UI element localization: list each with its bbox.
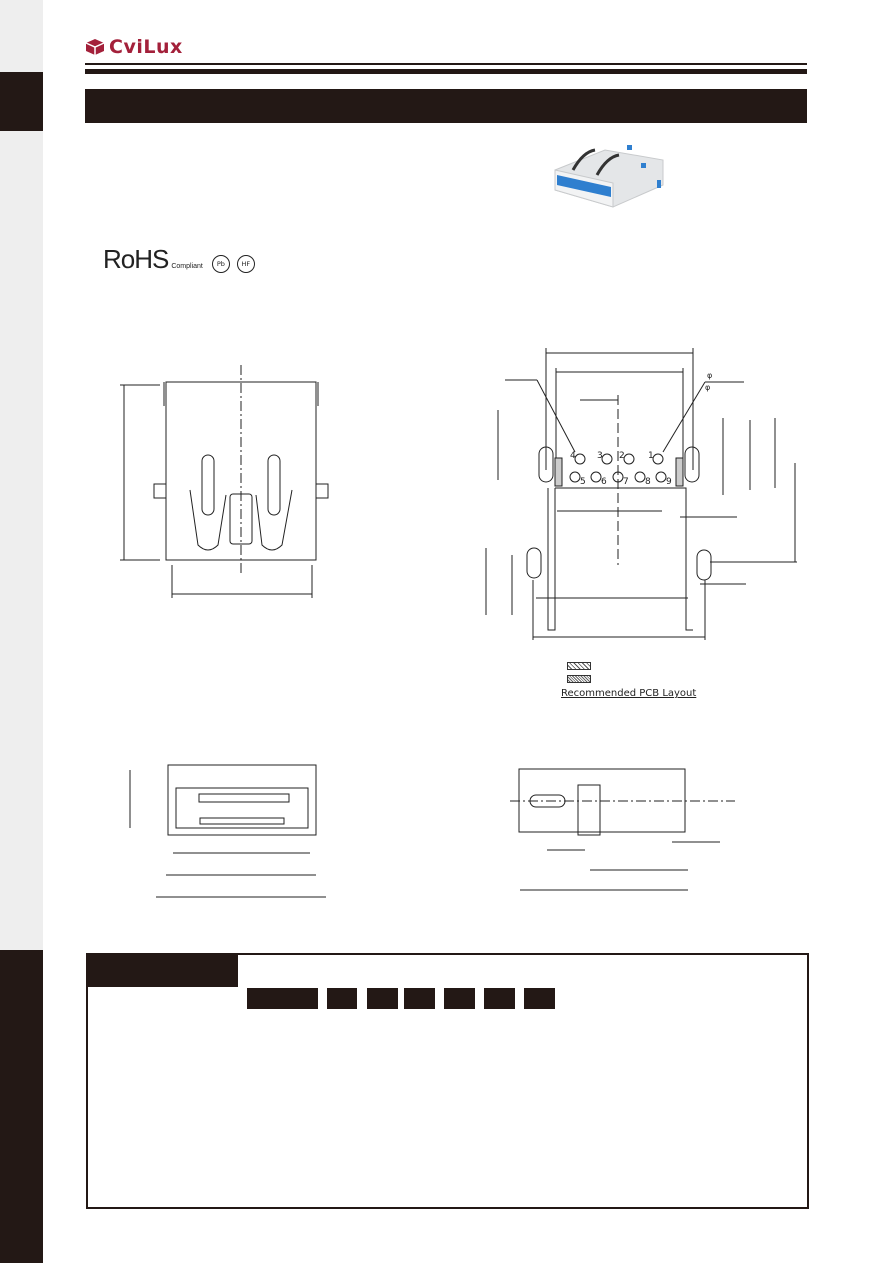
rohs-compliant-label: Compliant bbox=[171, 263, 203, 270]
side-tab-bottom bbox=[0, 950, 43, 1263]
pin-label: 1 bbox=[648, 451, 654, 461]
pin-label: 6 bbox=[601, 477, 607, 487]
header-rule-thick bbox=[85, 69, 807, 74]
legend-hatch-swatch bbox=[567, 662, 591, 670]
title-bar bbox=[85, 89, 807, 123]
phi-symbol: φ bbox=[705, 383, 710, 392]
ordering-info-box bbox=[86, 953, 809, 1209]
header-rule-thin bbox=[85, 63, 807, 65]
cube-logo-icon bbox=[85, 39, 105, 55]
rohs-label: RoHS bbox=[103, 244, 169, 274]
pb-free-icon: Pb bbox=[211, 255, 230, 273]
part-code-box bbox=[327, 988, 357, 1009]
pin-label: 7 bbox=[623, 477, 629, 487]
pin-label: 2 bbox=[619, 451, 625, 461]
part-code-box bbox=[404, 988, 435, 1009]
pcb-layout-caption: Recommended PCB Layout bbox=[561, 688, 697, 699]
face-view-drawing bbox=[129, 764, 326, 898]
pin-label: 5 bbox=[580, 477, 586, 487]
front-view-drawing bbox=[120, 365, 329, 598]
part-code-box bbox=[484, 988, 515, 1009]
halogen-free-icon: HF bbox=[236, 255, 255, 273]
legend-crosshatch-swatch bbox=[567, 675, 591, 683]
part-code-box bbox=[367, 988, 398, 1009]
pin-label: 3 bbox=[597, 451, 603, 461]
product-photo bbox=[554, 145, 664, 208]
part-code-box bbox=[444, 988, 475, 1009]
part-code-box bbox=[524, 988, 555, 1009]
rohs-mark: RoHS Compliant Pb HF bbox=[103, 244, 255, 275]
pin-label: 9 bbox=[666, 477, 672, 487]
pin-label: 4 bbox=[570, 451, 576, 461]
ordering-info-header bbox=[86, 953, 238, 987]
phi-symbol: φ bbox=[707, 371, 712, 380]
side-view-drawing bbox=[510, 768, 735, 891]
part-code-box bbox=[247, 988, 318, 1009]
brand-logo: CviLux bbox=[85, 36, 183, 58]
pcb-layout-drawing bbox=[485, 348, 797, 640]
pcb-pin-holes bbox=[569, 453, 667, 483]
side-tab-top bbox=[0, 72, 43, 131]
pin-label: 8 bbox=[645, 477, 651, 487]
brand-name: CviLux bbox=[109, 36, 183, 58]
